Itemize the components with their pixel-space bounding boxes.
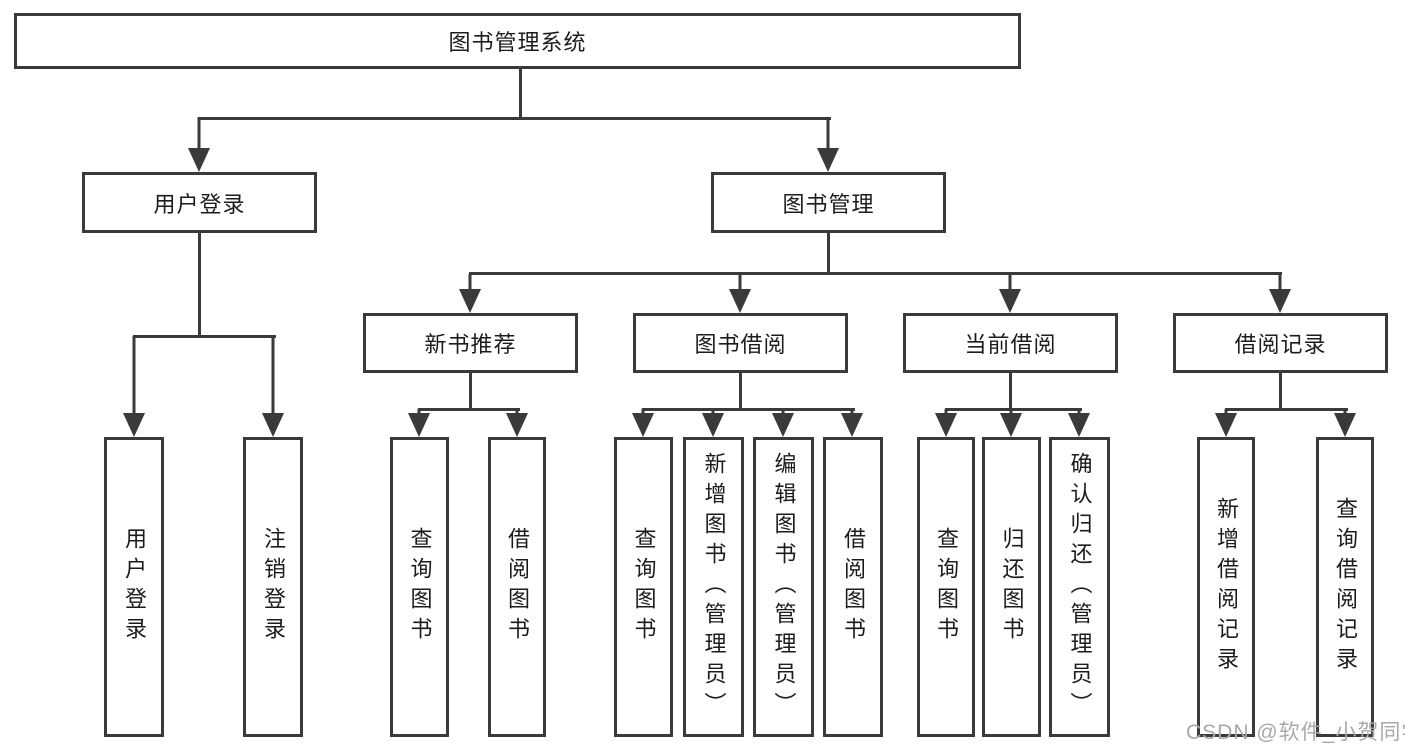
node-borrow-records: 借阅记录 xyxy=(1173,313,1388,373)
connector-book-mgmt-bus xyxy=(469,272,1282,275)
connector-borrow-records-bus xyxy=(1225,408,1348,411)
connector-new-book-rec-stem xyxy=(469,373,472,410)
arrow-down-to-bb-query xyxy=(632,409,654,437)
leaf-br-add-record: 新增借阅记录 xyxy=(1197,437,1255,737)
node-new-book-rec: 新书推荐 xyxy=(363,313,578,373)
node-root-label: 图书管理系统 xyxy=(448,30,587,55)
leaf-cb-query-books-label: 查询图书 xyxy=(934,527,959,647)
arrow-down-to-leaf-logout xyxy=(262,336,284,437)
leaf-cb-confirm-return-admin-label: 确认归还（管理员） xyxy=(1067,452,1093,722)
leaf-cb-return-books: 归还图书 xyxy=(982,437,1041,737)
connector-root-stem xyxy=(519,69,522,118)
arrow-down-to-br-add xyxy=(1215,409,1237,437)
node-user-login-label: 用户登录 xyxy=(153,191,246,217)
node-current-borrow-label: 当前借阅 xyxy=(964,332,1057,357)
leaf-user-login: 用户登录 xyxy=(104,437,164,737)
node-book-borrow-label: 图书借阅 xyxy=(694,332,787,357)
arrow-down-to-borrow-records xyxy=(1269,274,1291,313)
leaf-bb-query-books: 查询图书 xyxy=(614,437,673,737)
arrow-down-to-bb-borrow xyxy=(841,409,863,437)
arrow-down-to-leaf-user-login xyxy=(123,336,145,437)
arrow-down-to-new-book-rec xyxy=(459,274,481,313)
leaf-br-query-record: 查询借阅记录 xyxy=(1316,437,1374,737)
leaf-nb-borrow-books-label: 借阅图书 xyxy=(505,527,530,647)
connector-current-borrow-stem xyxy=(1009,373,1012,410)
leaf-bb-query-books-label: 查询图书 xyxy=(631,527,657,647)
node-new-book-rec-label: 新书推荐 xyxy=(424,332,517,357)
arrow-down-to-nb-borrow xyxy=(506,409,528,437)
connector-user-login-stem xyxy=(198,233,201,337)
node-borrow-records-label: 借阅记录 xyxy=(1234,332,1327,357)
csdn-watermark: CSDN @软件_小贺同学 xyxy=(1186,721,1405,744)
connector-book-borrow-bus xyxy=(642,408,855,411)
arrow-down-to-current-borrow xyxy=(999,274,1021,313)
node-root: 图书管理系统 xyxy=(14,13,1021,69)
leaf-nb-query-books-label: 查询图书 xyxy=(407,527,433,647)
connector-book-borrow-stem xyxy=(739,373,742,410)
leaf-cb-return-books-label: 归还图书 xyxy=(999,527,1025,647)
leaf-user-login-label: 用户登录 xyxy=(122,527,147,647)
leaf-bb-borrow-books: 借阅图书 xyxy=(823,437,883,737)
leaf-nb-borrow-books: 借阅图书 xyxy=(488,437,546,737)
arrow-down-to-book-borrow xyxy=(729,274,751,313)
node-book-mgmt: 图书管理 xyxy=(711,172,946,233)
leaf-bb-borrow-books-label: 借阅图书 xyxy=(841,527,866,647)
arrow-down-to-bb-add xyxy=(702,409,724,437)
leaf-bb-add-books-admin: 新增图书（管理员） xyxy=(683,437,744,737)
arrow-down-to-cb-return xyxy=(1000,409,1022,437)
node-book-borrow: 图书借阅 xyxy=(633,313,848,373)
leaf-bb-add-books-admin-label: 新增图书（管理员） xyxy=(701,452,727,722)
connector-new-book-rec-bus xyxy=(418,408,520,411)
node-current-borrow: 当前借阅 xyxy=(903,313,1118,373)
leaf-br-add-record-label: 新增借阅记录 xyxy=(1214,497,1239,677)
arrow-down-to-book-mgmt xyxy=(817,117,839,172)
arrow-down-to-cb-confirm xyxy=(1068,409,1090,437)
arrow-down-to-bb-edit xyxy=(772,409,794,437)
connector-borrow-records-stem xyxy=(1279,373,1282,410)
arrow-down-to-br-query xyxy=(1334,409,1356,437)
node-user-login: 用户登录 xyxy=(82,172,317,233)
leaf-bb-edit-books-admin: 编辑图书（管理员） xyxy=(753,437,814,737)
leaf-cb-confirm-return-admin: 确认归还（管理员） xyxy=(1049,437,1110,737)
leaf-nb-query-books: 查询图书 xyxy=(390,437,449,737)
leaf-logout-label: 注销登录 xyxy=(261,527,286,647)
connector-root-bus xyxy=(198,117,831,120)
arrow-down-to-user-login xyxy=(188,117,210,172)
node-book-mgmt-label: 图书管理 xyxy=(782,191,875,217)
connector-user-login-bus xyxy=(133,335,276,338)
leaf-cb-query-books: 查询图书 xyxy=(917,437,975,737)
leaf-br-query-record-label: 查询借阅记录 xyxy=(1333,497,1358,677)
arrow-down-to-nb-query xyxy=(408,409,430,437)
connector-book-mgmt-stem xyxy=(827,233,830,275)
leaf-logout: 注销登录 xyxy=(243,437,303,737)
arrow-down-to-cb-query xyxy=(935,409,957,437)
leaf-bb-edit-books-admin-label: 编辑图书（管理员） xyxy=(771,452,797,722)
